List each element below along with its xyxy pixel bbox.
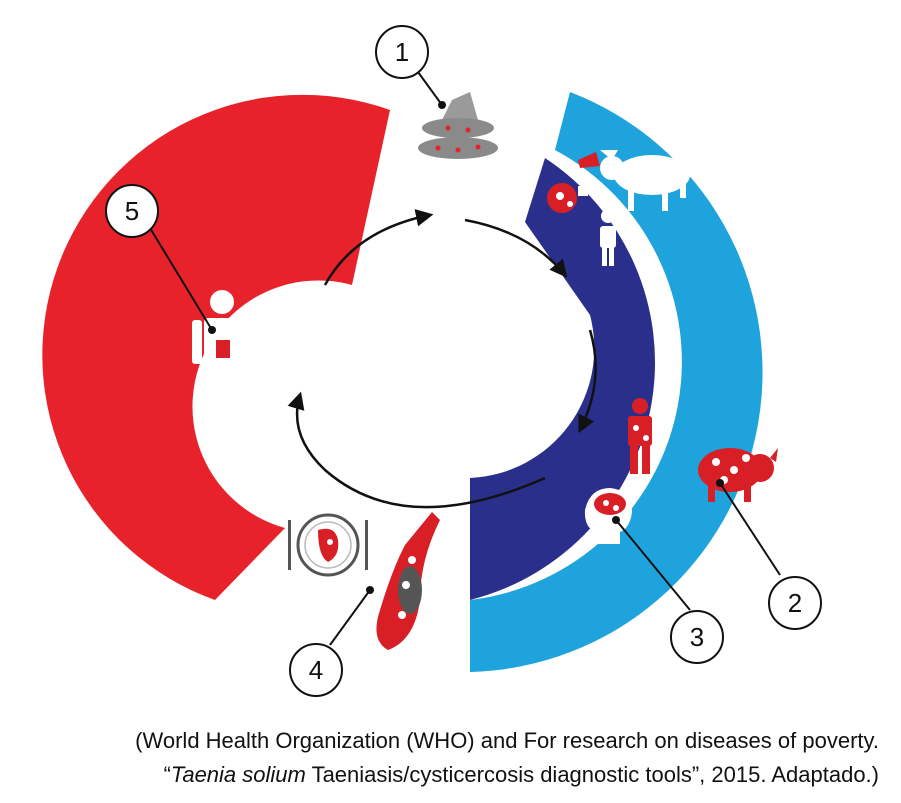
leader-line-5 xyxy=(149,227,213,331)
stage-marker-1: 1 xyxy=(375,25,429,79)
stage-marker-2: 2 xyxy=(768,576,822,630)
cycle-arrow-4 xyxy=(287,391,546,509)
leader-line-1 xyxy=(417,71,443,106)
infected-pig-icon xyxy=(698,448,778,502)
source-caption-line-2: “Taenia solium Taeniasis/cysticercosis d… xyxy=(164,762,879,788)
svg-text:3: 3 xyxy=(690,622,704,652)
pork-meat-icon xyxy=(376,512,440,650)
svg-text:2: 2 xyxy=(788,588,802,618)
meat-piece-icon xyxy=(578,152,600,168)
source-caption-line-1: (World Health Organization (WHO) and For… xyxy=(135,728,879,753)
human-small-icon xyxy=(600,209,616,266)
stage-marker-3: 3 xyxy=(670,610,724,664)
pig-stage-outer-arc xyxy=(470,92,763,672)
stage-marker-5: 5 xyxy=(105,184,159,238)
feces-icon xyxy=(418,92,498,159)
taenia-life-cycle-diagram: 1 2 3 4 5 xyxy=(42,25,822,697)
svg-text:5: 5 xyxy=(125,196,139,226)
caption-species-name: Taenia solium xyxy=(170,762,306,787)
cycle-arrow-3 xyxy=(578,329,597,434)
plate-icon xyxy=(288,513,368,577)
brain-icon xyxy=(584,488,632,544)
svg-text:4: 4 xyxy=(309,655,323,685)
leader-line-4 xyxy=(329,589,371,646)
caption-rest: Taeniasis/cysticercosis diagnostic tools… xyxy=(305,762,879,787)
leader-line-3 xyxy=(615,519,691,611)
cycle-arrow-2 xyxy=(464,218,568,278)
pig-icon xyxy=(600,150,690,211)
caption-open-quote: “ xyxy=(163,762,171,787)
stage-marker-4: 4 xyxy=(289,643,343,697)
leader-line-2 xyxy=(719,482,781,576)
svg-text:1: 1 xyxy=(395,37,409,67)
cycle-arrow-1 xyxy=(323,209,434,286)
infected-human-icon xyxy=(628,398,652,474)
infected-meat-icon xyxy=(547,183,588,213)
